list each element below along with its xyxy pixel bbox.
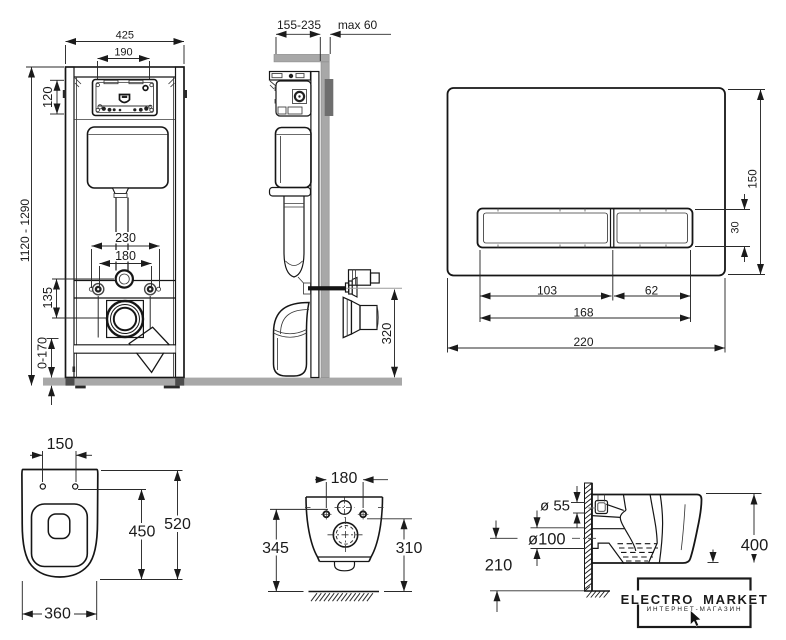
svg-text:450: 450 (129, 524, 156, 541)
svg-text:310: 310 (396, 540, 423, 557)
svg-text:320: 320 (379, 323, 394, 345)
svg-text:ELECTRO MARKET: ELECTRO MARKET (621, 592, 769, 607)
svg-text:230: 230 (115, 231, 136, 245)
svg-text:180: 180 (331, 470, 358, 487)
svg-text:103: 103 (537, 284, 557, 298)
svg-text:168: 168 (573, 306, 593, 320)
svg-text:62: 62 (645, 284, 659, 298)
svg-text:520: 520 (164, 516, 191, 533)
svg-text:400: 400 (741, 537, 769, 555)
svg-text:150: 150 (47, 436, 74, 453)
svg-text:155-235: 155-235 (277, 18, 321, 32)
svg-text:ø100: ø100 (528, 531, 566, 549)
svg-text:360: 360 (44, 606, 71, 623)
svg-text:ø 55: ø 55 (540, 498, 570, 515)
svg-text:190: 190 (114, 47, 132, 59)
svg-text:135: 135 (40, 287, 55, 309)
svg-text:180: 180 (115, 249, 136, 263)
svg-text:30: 30 (730, 221, 742, 233)
svg-text:120: 120 (40, 86, 55, 108)
svg-text:425: 425 (116, 30, 134, 42)
svg-text:210: 210 (485, 557, 513, 575)
svg-text:345: 345 (262, 540, 289, 557)
svg-text:max 60: max 60 (338, 18, 378, 32)
svg-text:150: 150 (748, 169, 760, 188)
svg-text:ИНТЕРНЕТ-МАГАЗИН: ИНТЕРНЕТ-МАГАЗИН (647, 606, 743, 613)
svg-text:220: 220 (573, 335, 593, 349)
svg-text:1120 - 1290: 1120 - 1290 (18, 199, 32, 262)
svg-text:0-170: 0-170 (36, 337, 50, 369)
